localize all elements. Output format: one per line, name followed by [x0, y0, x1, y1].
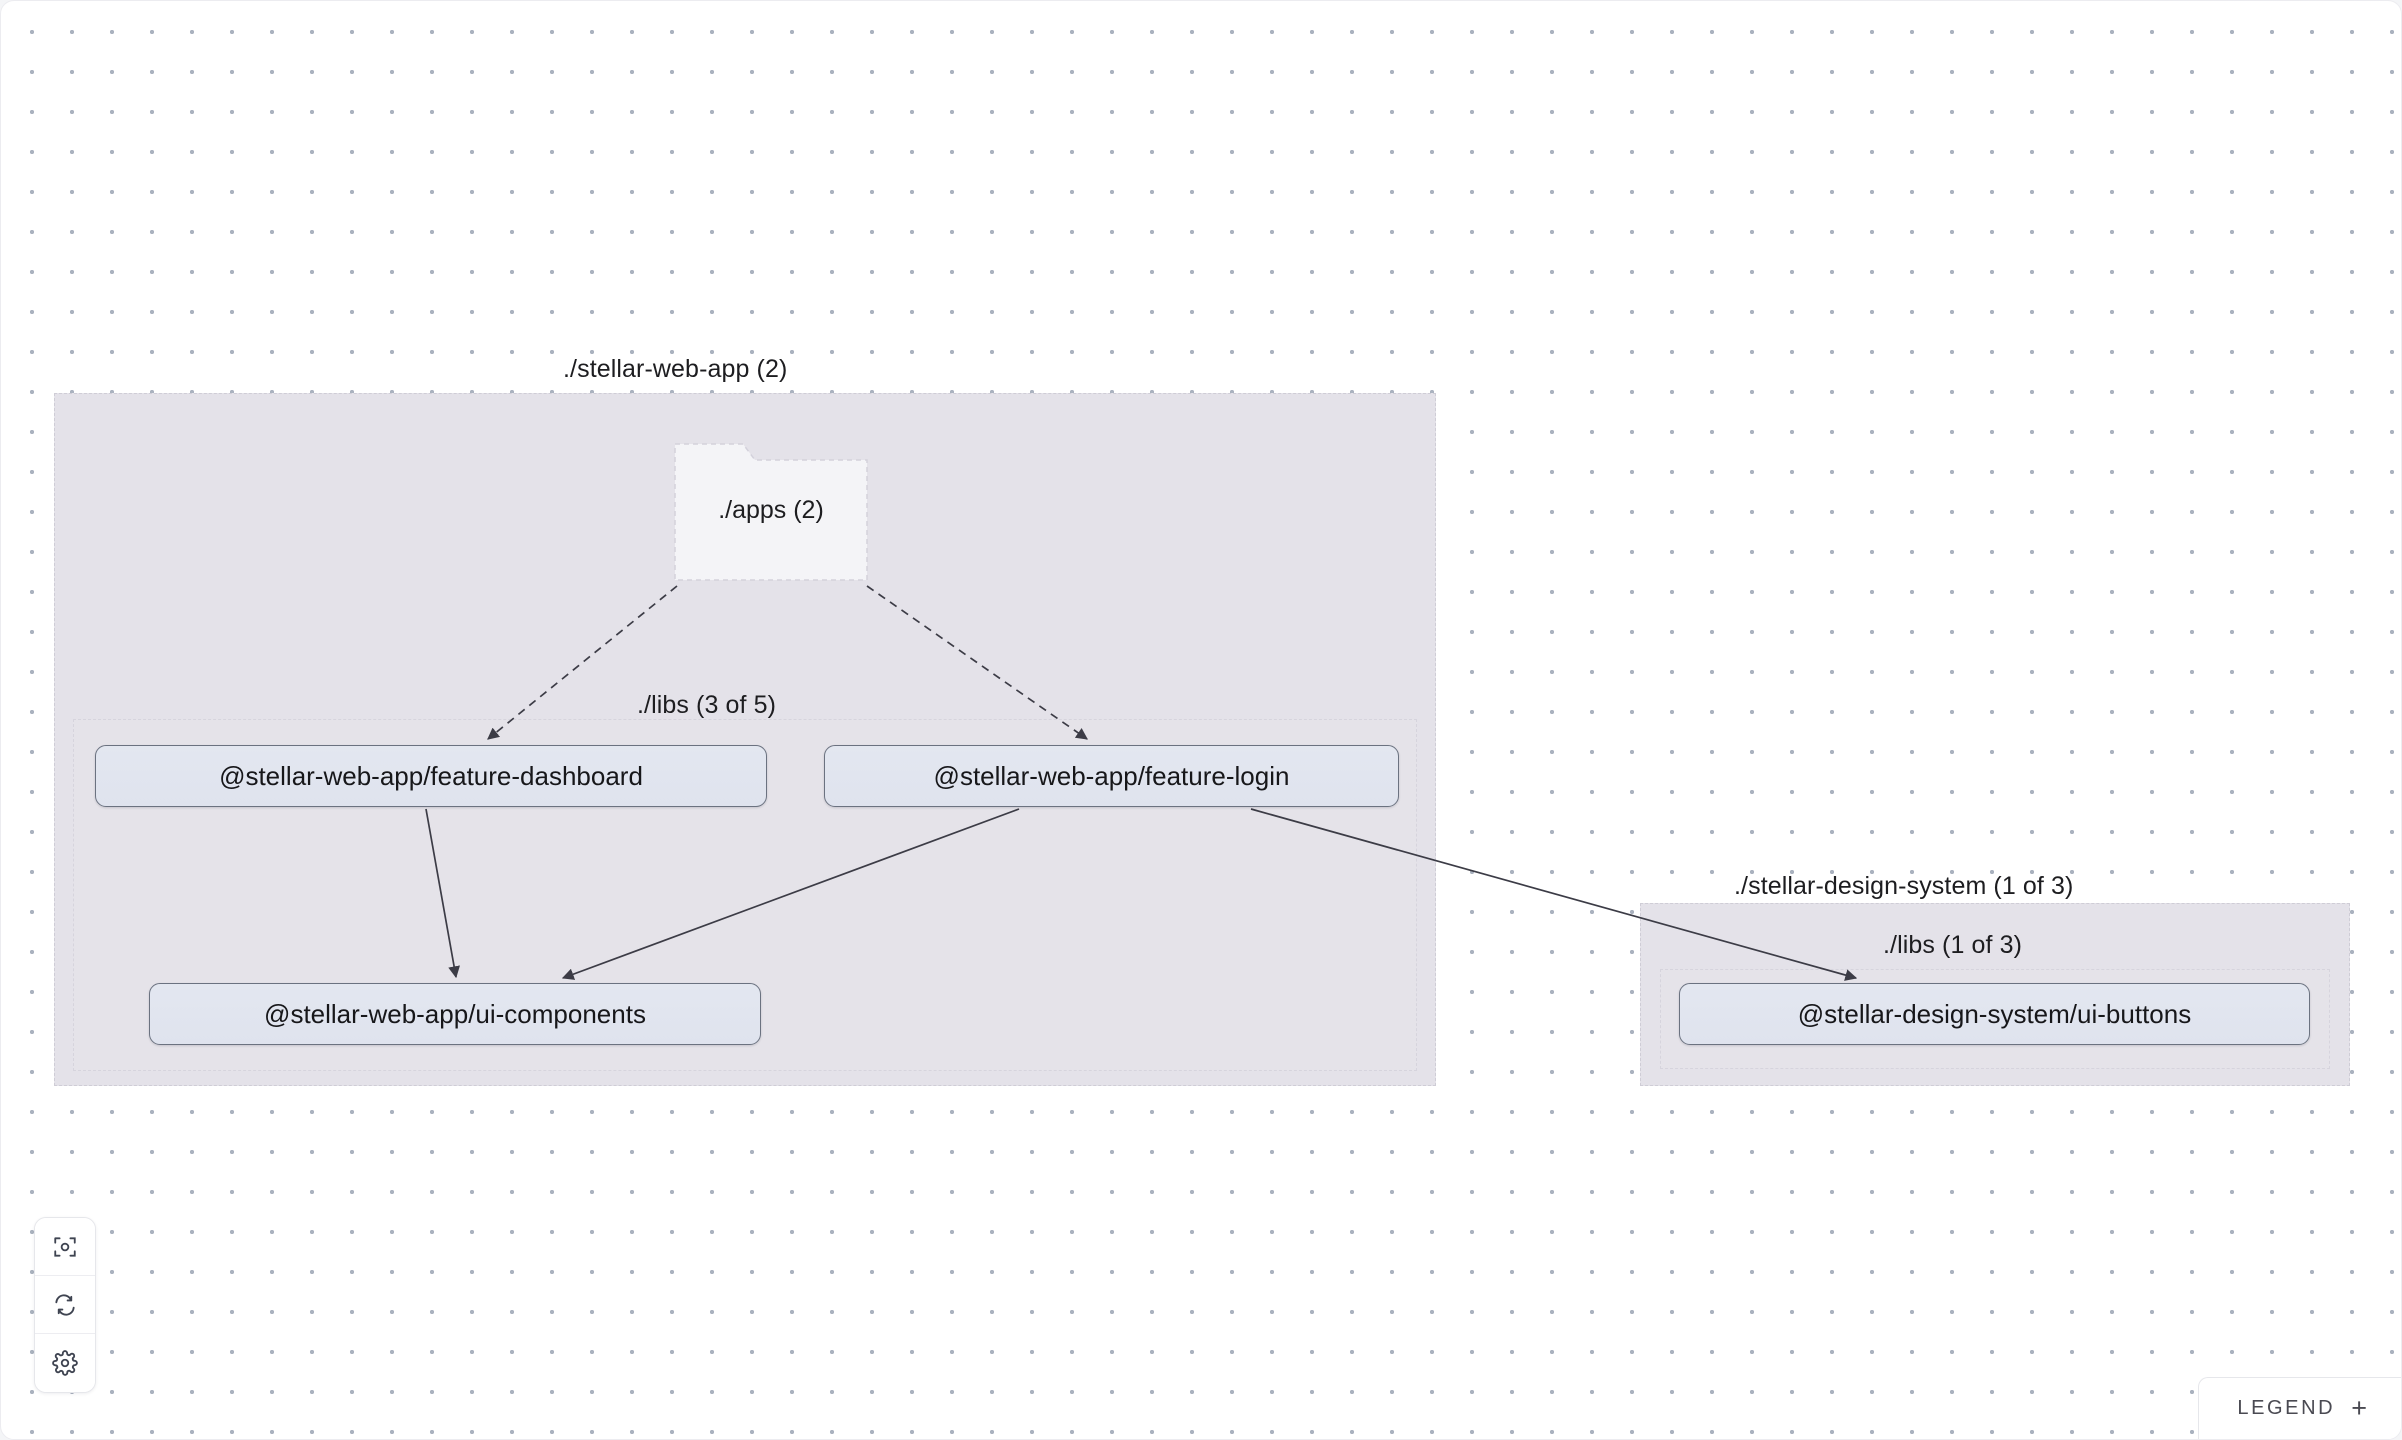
- node-label: @stellar-web-app/ui-components: [264, 998, 646, 1029]
- focus-graph-button[interactable]: [35, 1218, 95, 1276]
- focus-target-icon: [54, 1236, 76, 1257]
- node-ui-buttons[interactable]: @stellar-design-system/ui-buttons: [1679, 983, 2310, 1045]
- folder-label-apps: ./apps (2): [718, 496, 824, 524]
- legend-toggle[interactable]: LEGEND +: [2198, 1377, 2401, 1439]
- refresh-graph-button[interactable]: [35, 1276, 95, 1334]
- folder-apps[interactable]: ./apps (2): [671, 436, 871, 584]
- legend-expand-icon[interactable]: +: [2351, 1393, 2367, 1423]
- settings-button[interactable]: [35, 1334, 95, 1392]
- group-label-web-app-libs: ./libs (3 of 5): [637, 691, 777, 719]
- folder-icon: [674, 443, 868, 581]
- legend-label: LEGEND: [2237, 1397, 2336, 1419]
- group-label-stellar-web-app: ./stellar-web-app (2): [563, 355, 788, 383]
- node-label: @stellar-web-app/feature-dashboard: [219, 760, 643, 791]
- node-feature-login[interactable]: @stellar-web-app/feature-login: [824, 745, 1399, 807]
- group-label-design-system-libs: ./libs (1 of 3): [1883, 931, 2023, 959]
- refresh-icon: [55, 1293, 75, 1316]
- graph-controls[interactable]: [34, 1217, 96, 1393]
- node-feature-dashboard[interactable]: @stellar-web-app/feature-dashboard: [95, 745, 767, 807]
- node-label: @stellar-design-system/ui-buttons: [1797, 998, 2192, 1029]
- node-ui-components[interactable]: @stellar-web-app/ui-components: [149, 983, 761, 1045]
- node-label: @stellar-web-app/feature-login: [933, 760, 1290, 791]
- group-label-stellar-design-system: ./stellar-design-system (1 of 3): [1734, 872, 2074, 900]
- gear-icon: [52, 1350, 78, 1376]
